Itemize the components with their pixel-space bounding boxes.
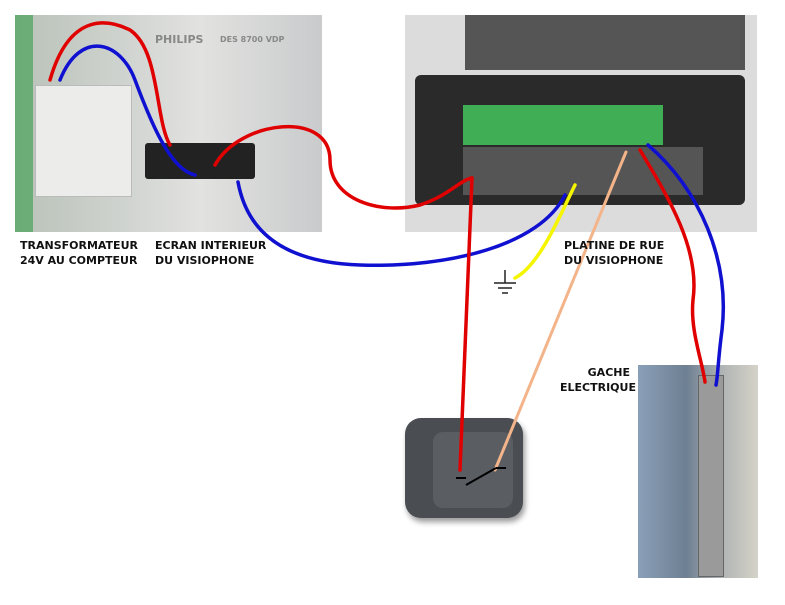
label-line: ELECTRIQUE	[560, 381, 636, 394]
wire-red-to-strike	[638, 148, 707, 384]
photo-street-panel	[405, 15, 757, 232]
label-line: DU VISIOPHONE	[564, 254, 664, 267]
ground-icon	[494, 270, 516, 294]
label-screen: ECRAN INTERIEUR DU VISIOPHONE	[155, 238, 266, 268]
switch-device	[405, 418, 523, 518]
din-transformer	[35, 85, 132, 197]
photo-transformer-and-screen: PHILIPS DES 8700 VDP	[15, 15, 322, 232]
label-strike: GACHE ELECTRIQUE	[560, 365, 636, 395]
brand-text: PHILIPS	[155, 33, 204, 46]
label-street-panel: PLATINE DE RUE DU VISIOPHONE	[564, 238, 664, 268]
label-line: PLATINE DE RUE	[564, 239, 665, 252]
green-cable-bundle	[15, 15, 33, 232]
wire-blue-transformer	[58, 44, 197, 177]
label-transformer: TRANSFORMATEUR 24V AU COMPTEUR	[20, 238, 138, 268]
screen-terminal-block	[145, 143, 255, 179]
wire-peach-to-switch	[493, 150, 628, 472]
panel-top	[465, 15, 745, 70]
wire-yellow-ground	[513, 183, 577, 280]
wire-red-screen-to-panel	[213, 125, 474, 210]
switch-rocker	[433, 432, 513, 508]
photo-electric-strike	[638, 365, 758, 578]
model-text: DES 8700 VDP	[220, 35, 285, 44]
label-line: TRANSFORMATEUR	[20, 239, 138, 252]
wire-blue-screen-to-panel	[236, 180, 567, 268]
wire-red-transformer	[48, 21, 172, 147]
label-line: GACHE	[587, 366, 630, 379]
label-line: 24V AU COMPTEUR	[20, 254, 138, 267]
label-line: DU VISIOPHONE	[155, 254, 255, 267]
strike-plate	[698, 375, 724, 577]
wire-blue-to-strike	[646, 143, 725, 387]
green-terminal-strip	[463, 105, 663, 145]
switch-symbol	[456, 467, 506, 486]
wire-red-to-switch	[458, 176, 474, 472]
label-line: ECRAN INTERIEUR	[155, 239, 267, 252]
